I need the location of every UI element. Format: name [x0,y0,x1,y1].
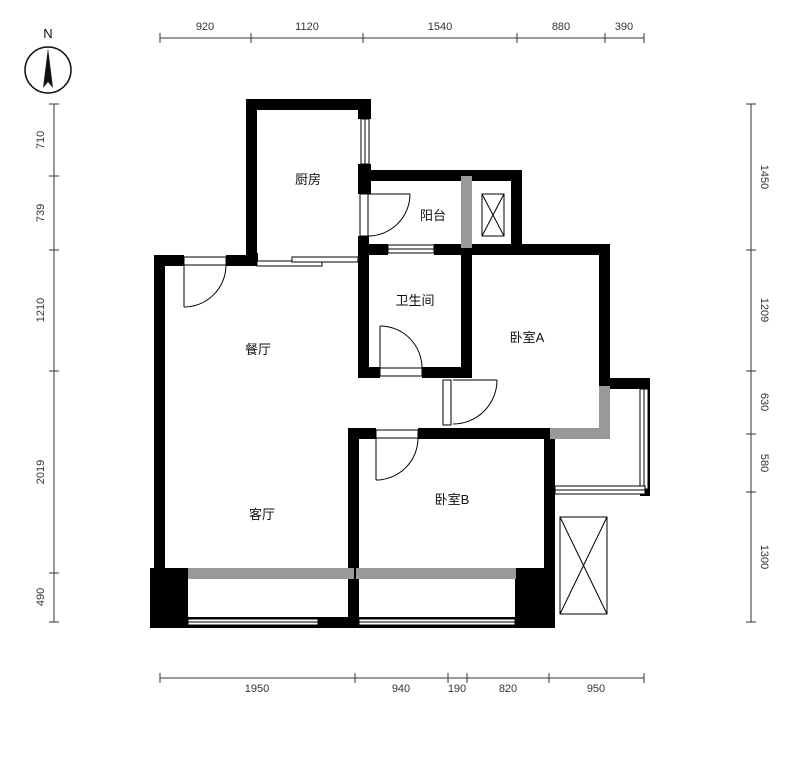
dim-right-1: 1450 [758,165,770,189]
dim-top-1: 920 [196,21,214,33]
dim-bottom-2: 940 [392,683,410,695]
north-arrow-icon [43,48,53,88]
compass-label: N [43,26,52,41]
room-label-bathroom: 卫生间 [395,293,434,308]
dim-top-4: 880 [552,21,570,33]
room-label-bedroom-a: 卧室A [510,330,545,345]
balcony-shaft-icon [481,193,505,237]
dim-right-5: 1300 [758,545,770,569]
dim-left-1: 710 [35,131,47,149]
walls [150,99,650,628]
dim-left-2: 739 [35,204,47,222]
ac-unit-icon [559,516,608,615]
dim-top-2: 1120 [295,21,319,33]
dimension-lines [49,33,756,683]
dim-left-4: 2019 [35,460,47,484]
dim-right-4: 580 [758,454,770,472]
dim-left-3: 1210 [35,298,47,322]
room-label-kitchen: 厨房 [295,172,321,187]
entry-door-frame [183,256,227,266]
compass-circle-icon [24,46,72,94]
dim-left-5: 490 [35,588,47,606]
room-label-dining: 餐厅 [245,342,271,357]
dim-right-3: 630 [758,393,770,411]
windows [187,118,649,626]
dim-right-2: 1209 [758,298,770,322]
bathroom-door-frame [379,367,423,377]
bathroom-door-swing [379,325,423,369]
bedroom-a-door-swing [452,379,498,425]
dim-bottom-4: 820 [499,683,517,695]
room-label-bedroom-b: 卧室B [435,492,470,507]
room-label-balcony: 阳台 [420,208,446,223]
balcony-door-frame [359,193,369,237]
doors [183,193,498,481]
sliding-door [256,256,359,267]
bedroom-b-door-frame [375,429,419,439]
entry-door-swing [183,264,227,308]
dim-top-5: 390 [615,21,633,33]
dim-bottom-3: 190 [448,683,466,695]
north-compass: N [24,26,72,94]
bedroom-b-door-swing [375,437,419,481]
utility-shafts [481,193,608,615]
room-label-living: 客厅 [249,507,275,522]
dim-bottom-5: 950 [587,683,605,695]
bedroom-a-door-frame [442,379,452,426]
balcony-door-swing [367,193,411,237]
dim-bottom-1: 1950 [245,683,269,695]
dim-top-3: 1540 [428,21,452,33]
partial-walls [188,176,610,579]
